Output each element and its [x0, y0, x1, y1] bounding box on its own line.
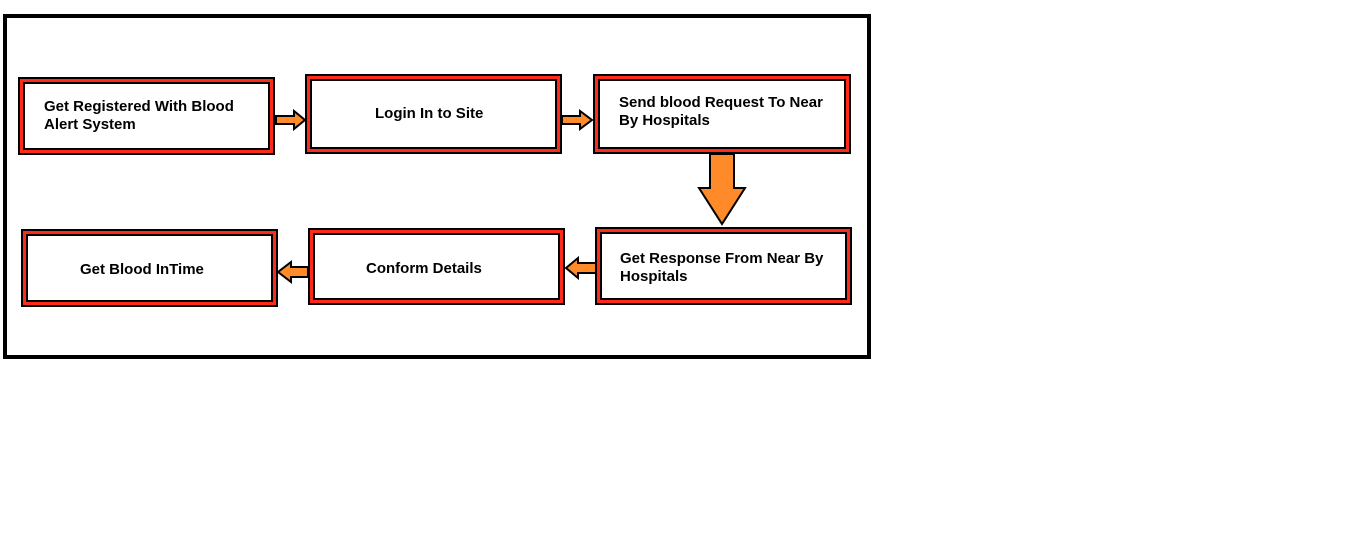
step-label-get-blood: Get Blood InTime [80, 261, 204, 278]
step-box-login: Login In to Site [310, 79, 557, 149]
step-box-conform-details: Conform Details [313, 233, 560, 300]
flowchart-frame [3, 14, 871, 359]
step-box-get-blood: Get Blood InTime [26, 234, 273, 302]
step-box-send-request: Send blood Request To Near By Hospitals [598, 79, 846, 149]
step-box-get-registered: Get Registered With Blood Alert System [23, 82, 270, 150]
step-label-conform-details: Conform Details [366, 260, 482, 277]
step-label-login: Login In to Site [375, 105, 484, 122]
step-box-get-response: Get Response From Near By Hospitals [600, 232, 847, 300]
step-label-get-registered: Get Registered With Blood Alert System [44, 98, 234, 133]
step-label-get-response: Get Response From Near By Hospitals [620, 250, 824, 285]
step-label-send-request: Send blood Request To Near By Hospitals [619, 94, 823, 129]
